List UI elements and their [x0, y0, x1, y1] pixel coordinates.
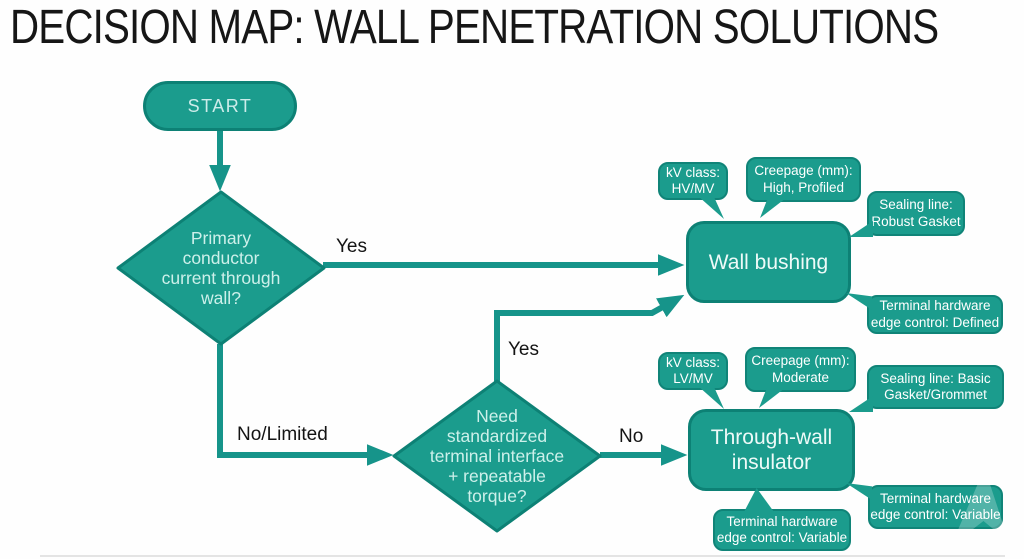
start-label: START — [187, 95, 253, 116]
start-node: START — [143, 81, 297, 131]
edge-label-yes-primary: Yes — [336, 236, 367, 257]
decision-primary-label: Primary conductor current through wall? — [161, 228, 281, 308]
edge-no-limited — [217, 344, 394, 466]
callout-tw-terminal-hardware-bottom: Terminal hardware edge control: Variable — [713, 509, 851, 551]
edge-label-no-terminal: No — [619, 426, 644, 447]
bottom-hairline — [40, 555, 1005, 557]
through-wall-insulator-label: Through-wall insulator — [710, 426, 833, 474]
edge-yes-terminal — [494, 294, 685, 383]
callout-tw-kv-class: kV class: LV/MV — [658, 352, 728, 390]
edge-label-yes-terminal: Yes — [508, 339, 539, 360]
through-wall-insulator-node: Through-wall insulator — [688, 409, 855, 491]
wall-bushing-label: Wall bushing — [708, 250, 829, 274]
page-title: DECISION MAP: WALL PENETRATION SOLUTIONS — [10, 1, 939, 54]
callout-wb-terminal-hardware: Terminal hardware edge control: Defined — [867, 295, 1003, 334]
callout-tw-terminal-hardware-right: Terminal hardware edge control: Variable — [868, 485, 1003, 529]
callout-wb-sealing-line: Sealing line: Robust Gasket — [867, 191, 965, 236]
callout-tw-creepage: Creepage (mm): Moderate — [745, 347, 856, 392]
decision-terminal-diamond — [392, 379, 602, 533]
callout-wb-creepage: Creepage (mm): High, Profiled — [746, 157, 861, 202]
callout-wb-kv-class: kV class: HV/MV — [658, 162, 728, 200]
decision-primary-diamond — [116, 190, 326, 346]
callout-tw-sealing-line: Sealing line: Basic Gasket/Grommet — [867, 365, 1004, 409]
edge-label-no-limited: No/Limited — [237, 424, 328, 445]
decision-terminal-label: Need standardized terminal interface + r… — [429, 406, 565, 506]
wall-bushing-node: Wall bushing — [686, 221, 851, 303]
